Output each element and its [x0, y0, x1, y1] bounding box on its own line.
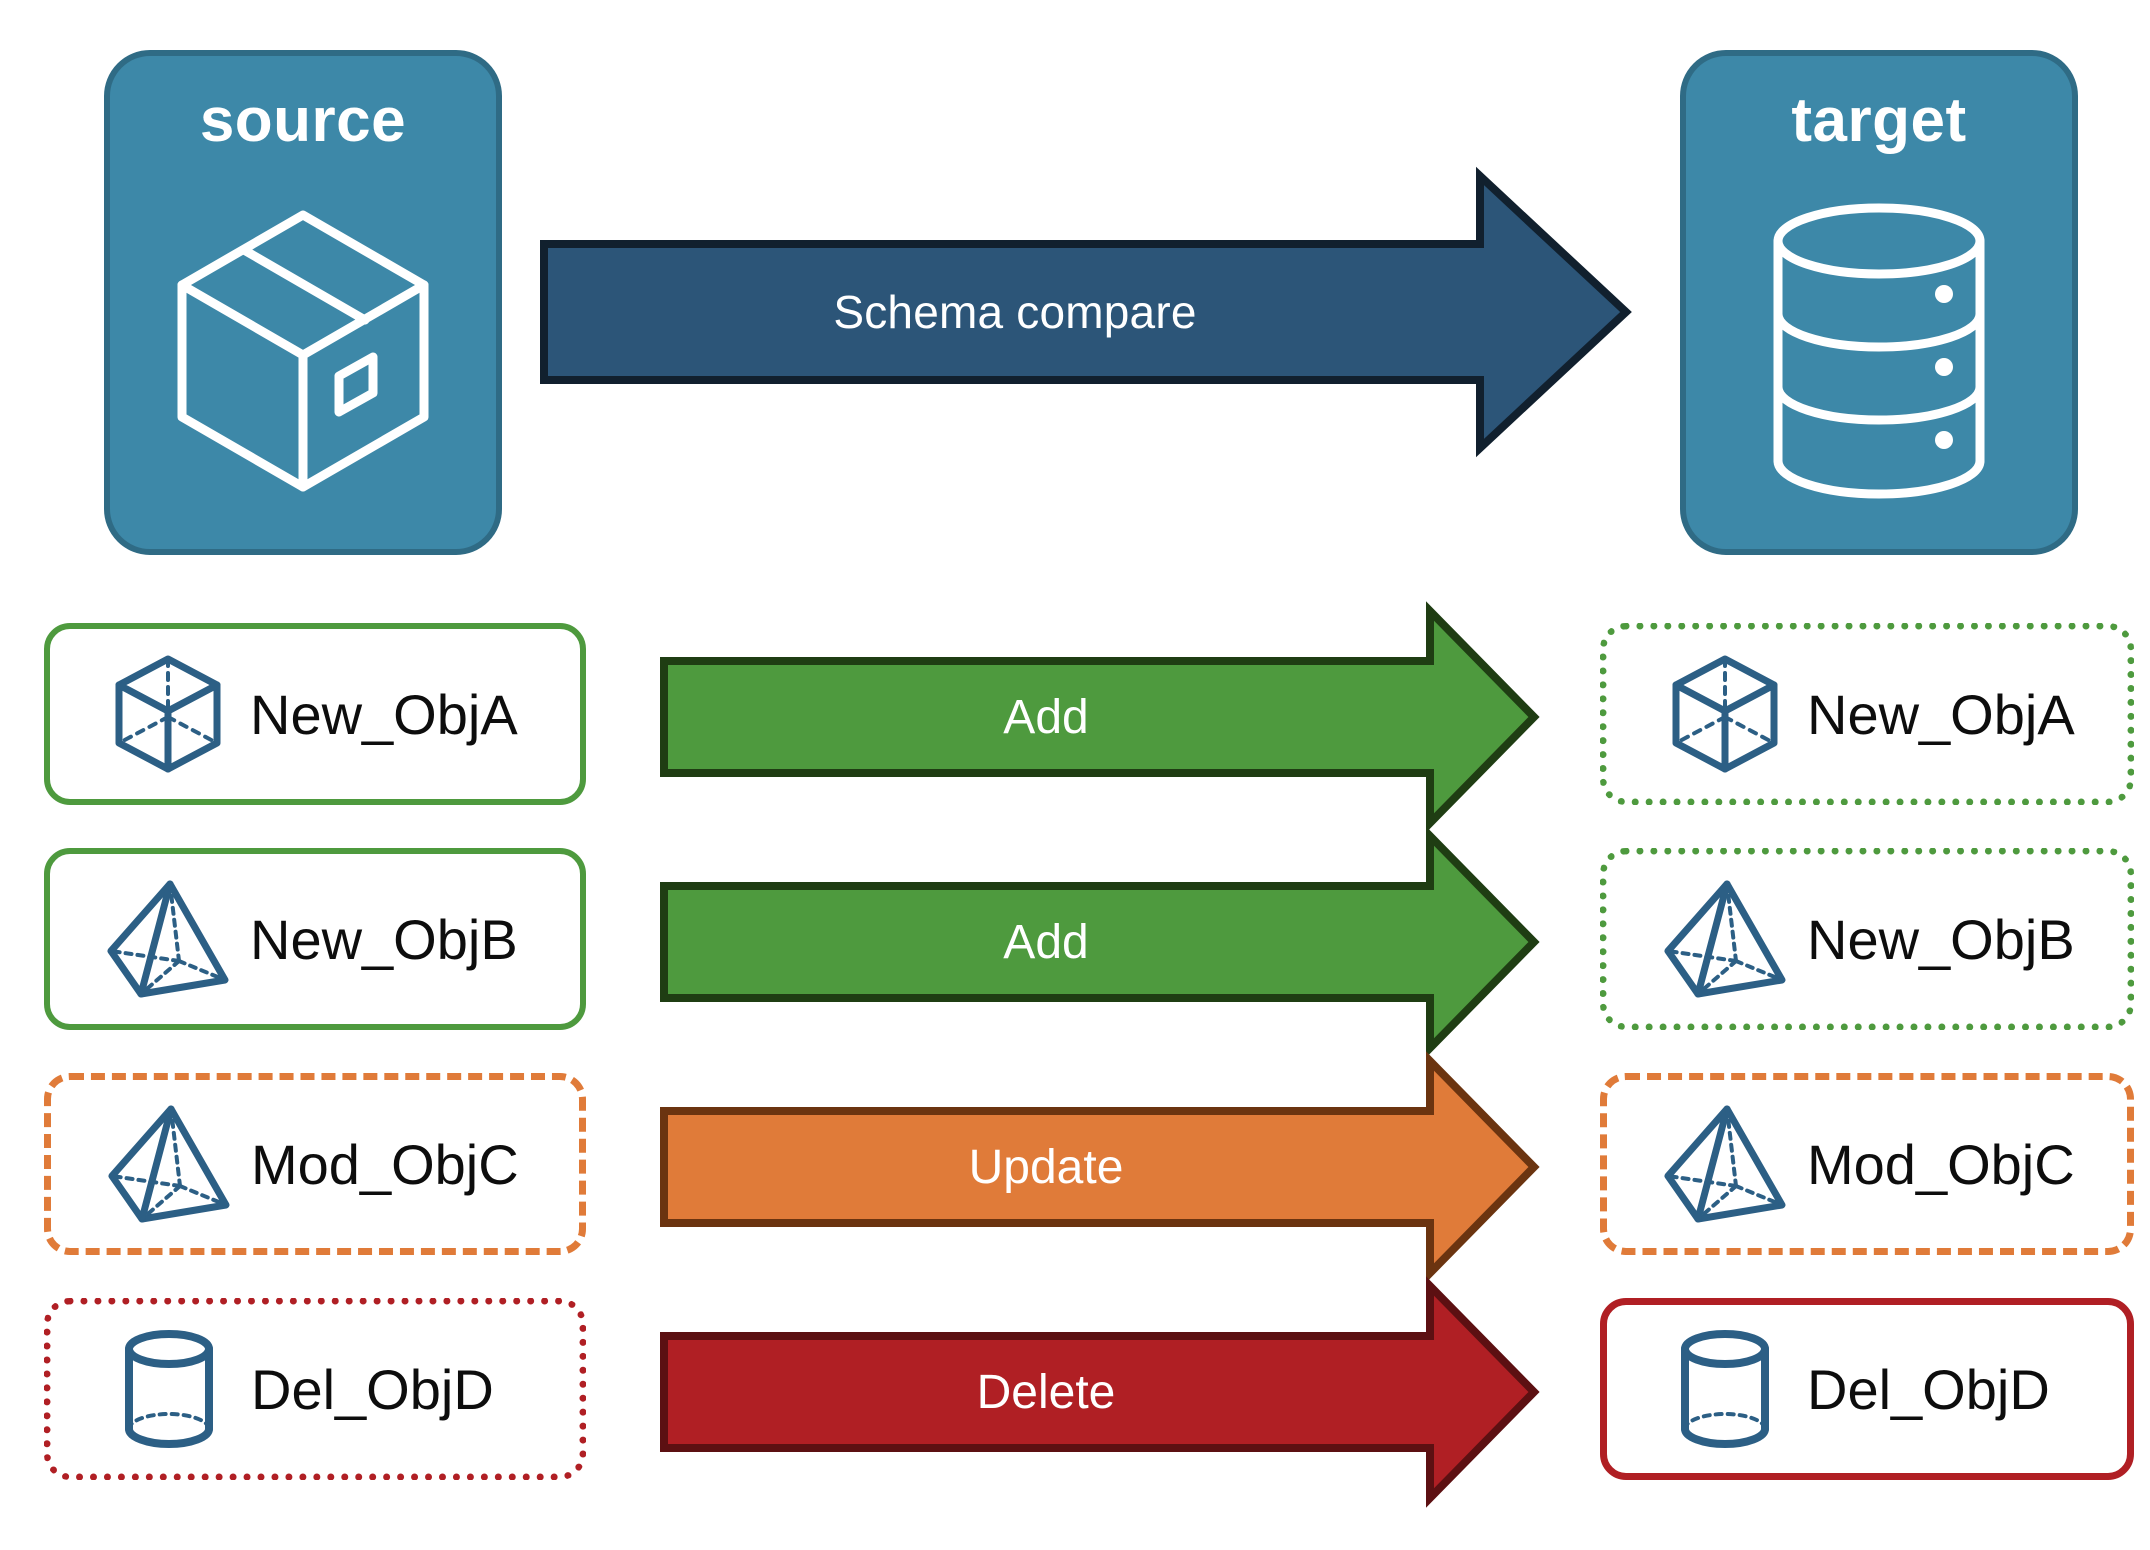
target-object-label: Mod_ObjC: [1807, 1132, 2075, 1196]
wireframe-pyramid-icon: [108, 1104, 230, 1224]
package-box-icon: [110, 152, 496, 549]
source-object-card[interactable]: New_ObjB: [44, 848, 586, 1030]
target-object-card[interactable]: Del_ObjD: [1600, 1298, 2134, 1480]
source-object-card[interactable]: Del_ObjD: [44, 1298, 586, 1480]
mapping-row: New_ObjA Add New_: [0, 601, 2150, 833]
wireframe-cylinder-icon: [109, 1329, 229, 1449]
action-arrow-delete: Delete: [660, 1276, 1540, 1508]
source-endpoint-card: source: [104, 50, 502, 555]
target-object-label: Del_ObjD: [1807, 1357, 2050, 1421]
source-object-label: Del_ObjD: [251, 1357, 494, 1421]
source-object-label: Mod_ObjC: [251, 1132, 519, 1196]
wireframe-cylinder-icon: [1665, 1329, 1785, 1449]
mapping-row: Del_ObjD Delete Del_ObjD: [0, 1276, 2150, 1508]
target-object-card[interactable]: New_ObjA: [1600, 623, 2134, 805]
source-object-card[interactable]: Mod_ObjC: [44, 1073, 586, 1255]
action-arrow-add: Add: [660, 601, 1540, 833]
source-object-label: New_ObjA: [250, 682, 518, 746]
target-object-label: New_ObjB: [1807, 907, 2075, 971]
target-object-card[interactable]: Mod_ObjC: [1600, 1073, 2134, 1255]
source-object-label: New_ObjB: [250, 907, 518, 971]
target-title: target: [1791, 86, 1967, 155]
wireframe-pyramid-icon: [1664, 879, 1786, 999]
target-object-card[interactable]: New_ObjB: [1600, 848, 2134, 1030]
source-object-card[interactable]: New_ObjA: [44, 623, 586, 805]
target-endpoint-card: target: [1680, 50, 2078, 555]
wireframe-pyramid-icon: [107, 879, 229, 999]
schema-compare-arrow: Schema compare: [540, 166, 1632, 458]
mapping-row: Mod_ObjC Update: [0, 1051, 2150, 1283]
action-arrow-add: Add: [660, 826, 1540, 1058]
target-object-label: New_ObjA: [1807, 682, 2075, 746]
wireframe-cube-icon: [1665, 654, 1785, 774]
wireframe-cube-icon: [108, 654, 228, 774]
mapping-row: New_ObjB Add Ne: [0, 826, 2150, 1058]
database-cylinder-icon: [1686, 152, 2072, 549]
wireframe-pyramid-icon: [1664, 1104, 1786, 1224]
source-title: source: [199, 86, 407, 155]
action-arrow-update: Update: [660, 1051, 1540, 1283]
